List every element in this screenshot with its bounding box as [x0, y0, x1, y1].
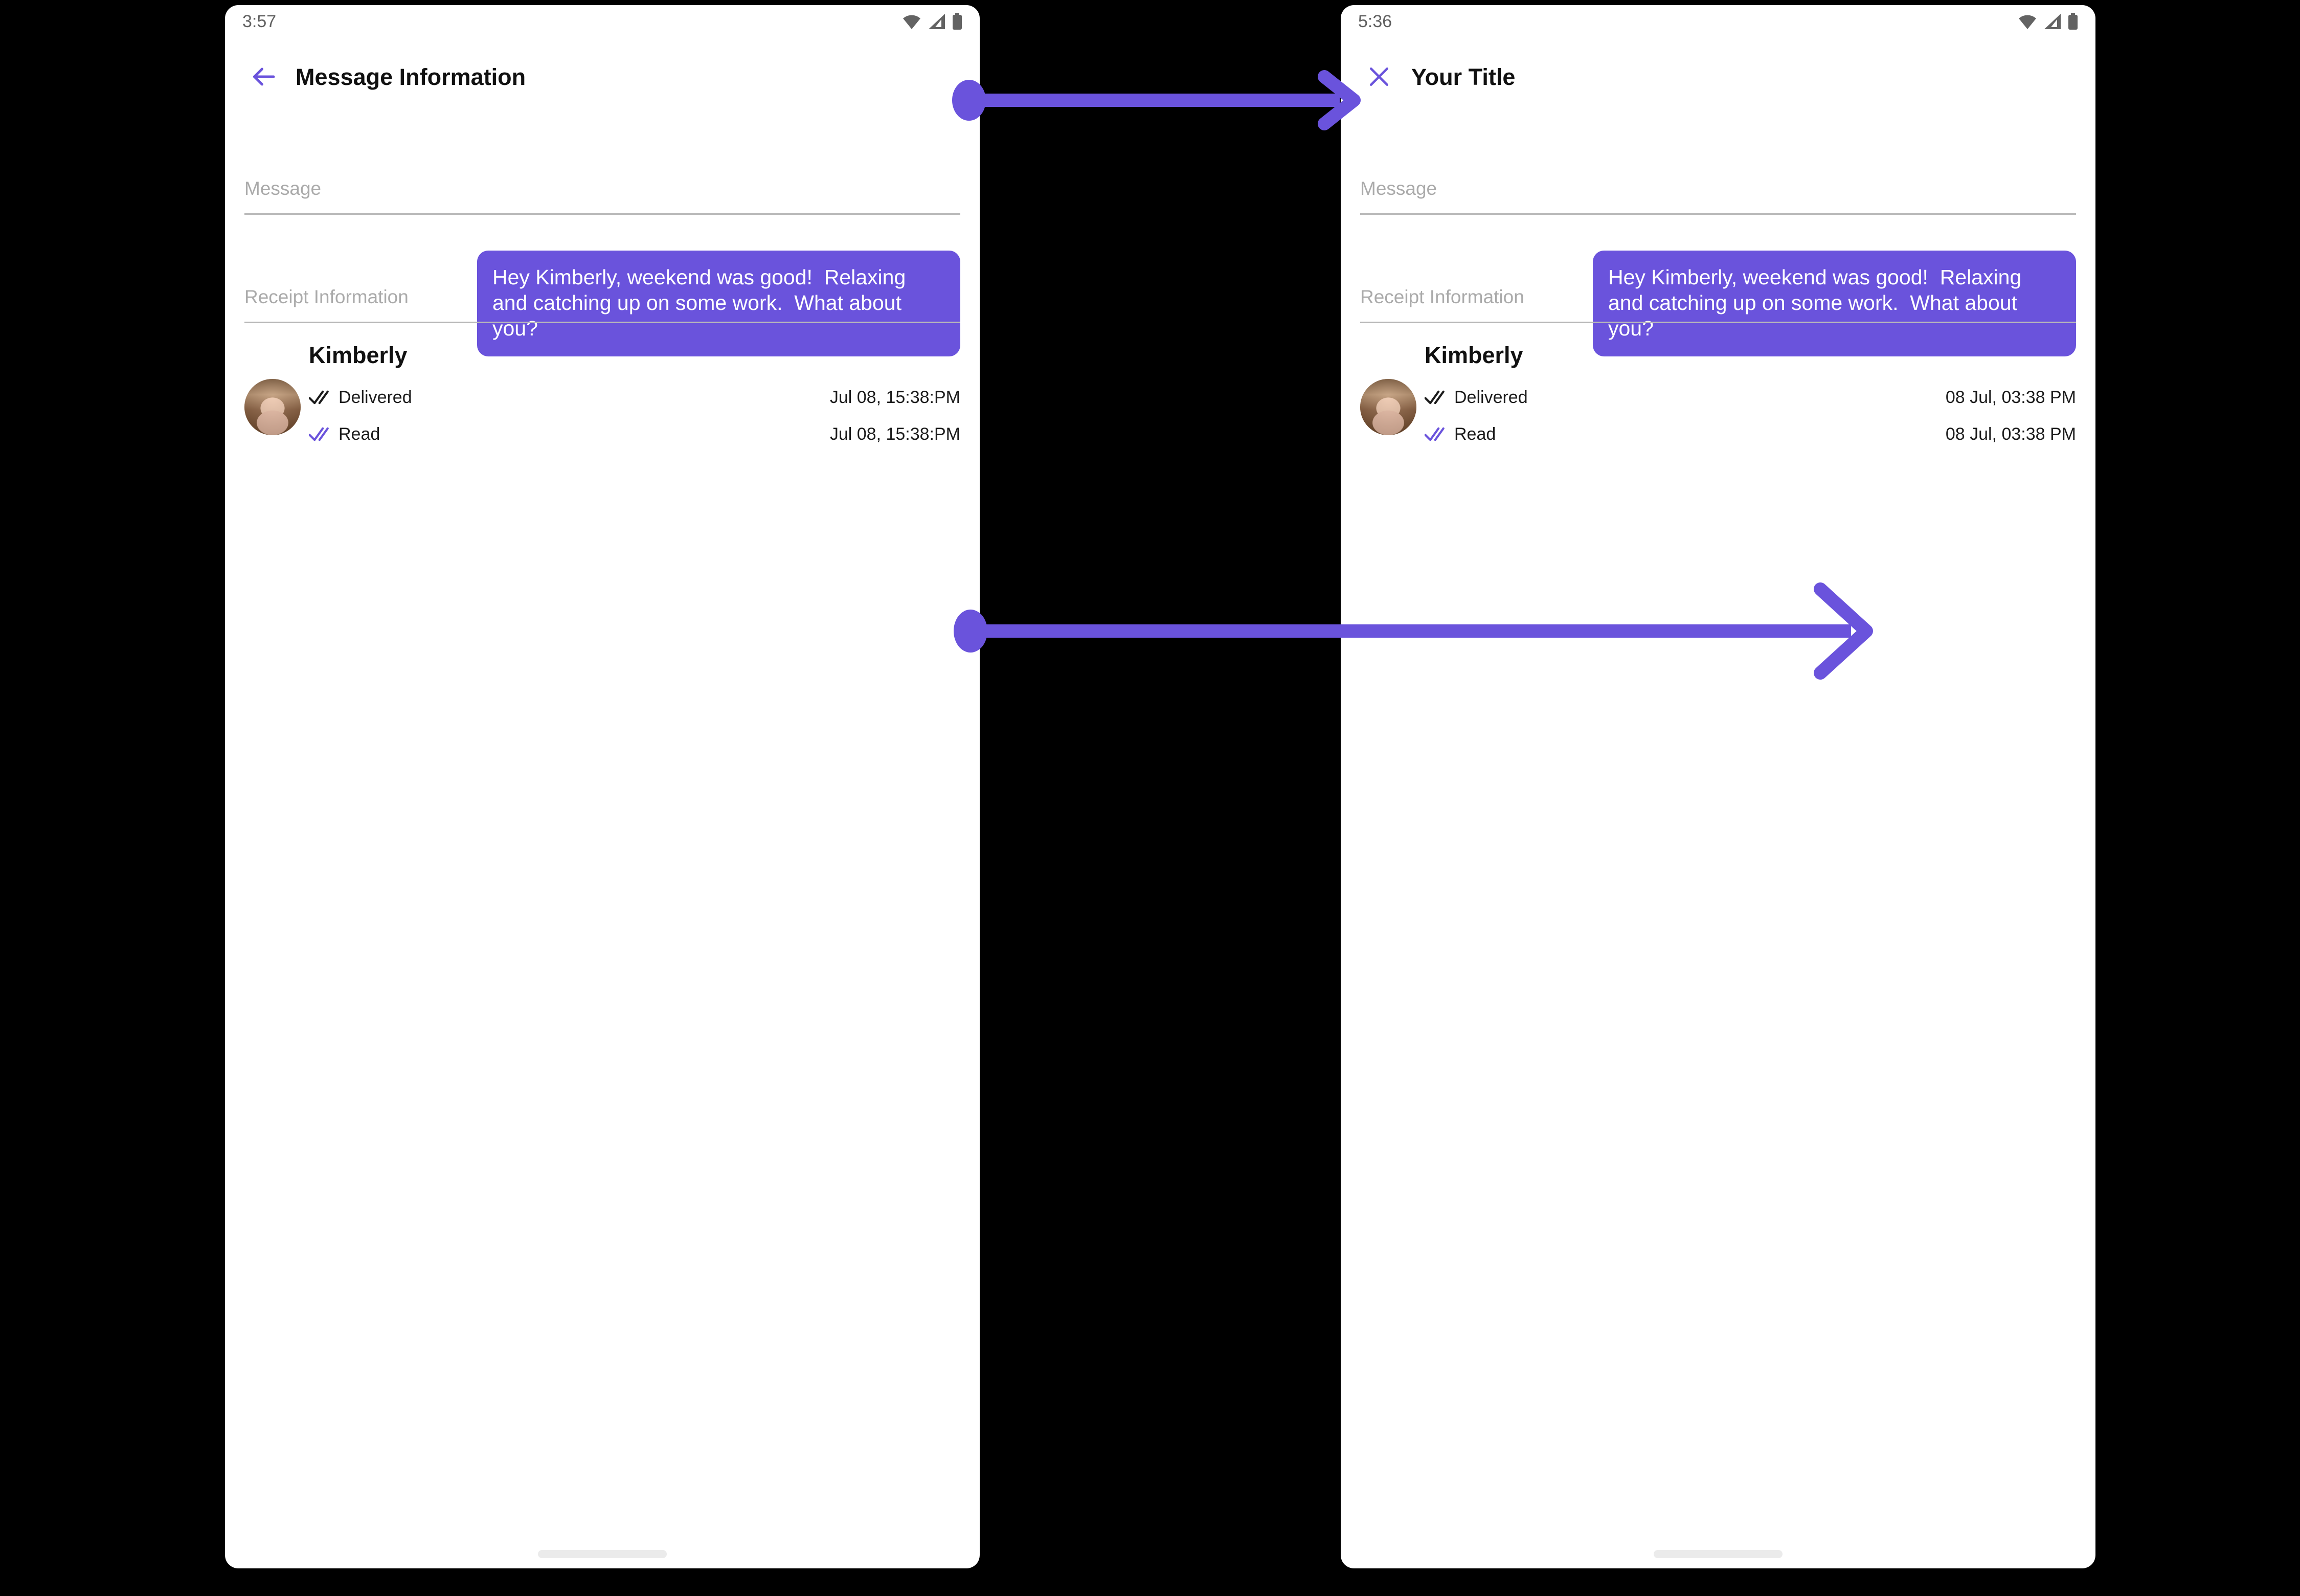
home-indicator: [1654, 1550, 1783, 1558]
message-section-label: Message: [244, 178, 322, 199]
double-check-icon: [1425, 389, 1454, 406]
receipt-row-label: Delivered: [1454, 388, 1528, 407]
back-arrow-icon: [248, 61, 279, 92]
close-x-icon: [1365, 63, 1393, 91]
receipt-block: Kimberly Delivered Jul 08, 15:38:PM: [244, 344, 960, 453]
status-bar: 5:36: [1341, 5, 2095, 38]
receipt-row-label: Read: [1454, 424, 1496, 444]
cellular-signal-icon: [2044, 13, 2061, 30]
home-indicator: [538, 1550, 667, 1558]
avatar-photo: [1360, 379, 1416, 435]
status-bar-clock: 5:36: [1358, 12, 1392, 31]
receipt-row-label: Read: [339, 424, 380, 444]
status-bar-icons: [2018, 13, 2078, 30]
receipt-section-label: Receipt Information: [1360, 286, 1524, 307]
contact-name: Kimberly: [309, 342, 408, 368]
message-bubble: Hey Kimberly, weekend was good! Relaxing…: [477, 251, 960, 357]
phone-screen-before: 3:57 Message Information Message Hey Kim…: [225, 5, 980, 1568]
close-button[interactable]: [1360, 58, 1398, 96]
receipt-row-timestamp: 08 Jul, 03:38 PM: [1945, 424, 2076, 444]
receipt-row-timestamp: Jul 08, 15:38:PM: [829, 388, 960, 407]
app-bar: Your Title: [1341, 49, 2095, 105]
phone-screen-after: 5:36 Your Title Message Hey Kimberly, we…: [1341, 5, 2095, 1568]
status-bar-icons: [902, 13, 962, 30]
receipt-row-timestamp: Jul 08, 15:38:PM: [829, 424, 960, 444]
receipt-rows: Delivered Jul 08, 15:38:PM Read Jul 08, …: [309, 379, 960, 453]
battery-icon: [2068, 13, 2078, 30]
receipt-block: Kimberly Delivered 08 Jul, 03:38 PM: [1360, 344, 2076, 453]
receipt-row-read: Read 08 Jul, 03:38 PM: [1425, 416, 2076, 453]
annotation-arrow-title-change: [952, 70, 1361, 130]
message-bubble-row: Hey Kimberly, weekend was good! Relaxing…: [1360, 251, 2076, 357]
message-section-divider: [244, 213, 960, 215]
back-button[interactable]: [244, 58, 282, 96]
wifi-icon: [902, 14, 921, 29]
receipt-section-divider: [244, 322, 960, 323]
page-title: Your Title: [1411, 63, 1516, 90]
receipt-row-read: Read Jul 08, 15:38:PM: [309, 416, 960, 453]
battery-icon: [952, 13, 962, 30]
receipt-section-divider: [1360, 322, 2076, 323]
receipt-row-label: Delivered: [339, 388, 412, 407]
receipt-row-delivered: Delivered 08 Jul, 03:38 PM: [1425, 379, 2076, 416]
avatar: [244, 379, 301, 435]
status-bar: 3:57: [225, 5, 980, 38]
cellular-signal-icon: [928, 13, 945, 30]
double-check-icon: [309, 425, 339, 443]
avatar: [1360, 379, 1416, 435]
contact-name: Kimberly: [1425, 342, 1523, 368]
message-section-label: Message: [1360, 178, 1437, 199]
receipt-row-delivered: Delivered Jul 08, 15:38:PM: [309, 379, 960, 416]
receipt-section-label: Receipt Information: [244, 286, 409, 307]
avatar-shading: [244, 379, 301, 435]
message-bubble-row: Hey Kimberly, weekend was good! Relaxing…: [244, 251, 960, 357]
receipt-rows: Delivered 08 Jul, 03:38 PM Read 08 Jul, …: [1425, 379, 2076, 453]
wifi-icon: [2018, 14, 2037, 29]
app-bar: Message Information: [225, 49, 980, 105]
page-title: Message Information: [296, 63, 526, 90]
message-section-divider: [1360, 213, 2076, 215]
message-bubble: Hey Kimberly, weekend was good! Relaxing…: [1593, 251, 2076, 357]
double-check-icon: [309, 389, 339, 406]
receipt-row-timestamp: 08 Jul, 03:38 PM: [1945, 388, 2076, 407]
avatar-shading: [1360, 379, 1416, 435]
status-bar-clock: 3:57: [242, 12, 277, 31]
avatar-photo: [244, 379, 301, 435]
double-check-icon: [1425, 425, 1454, 443]
